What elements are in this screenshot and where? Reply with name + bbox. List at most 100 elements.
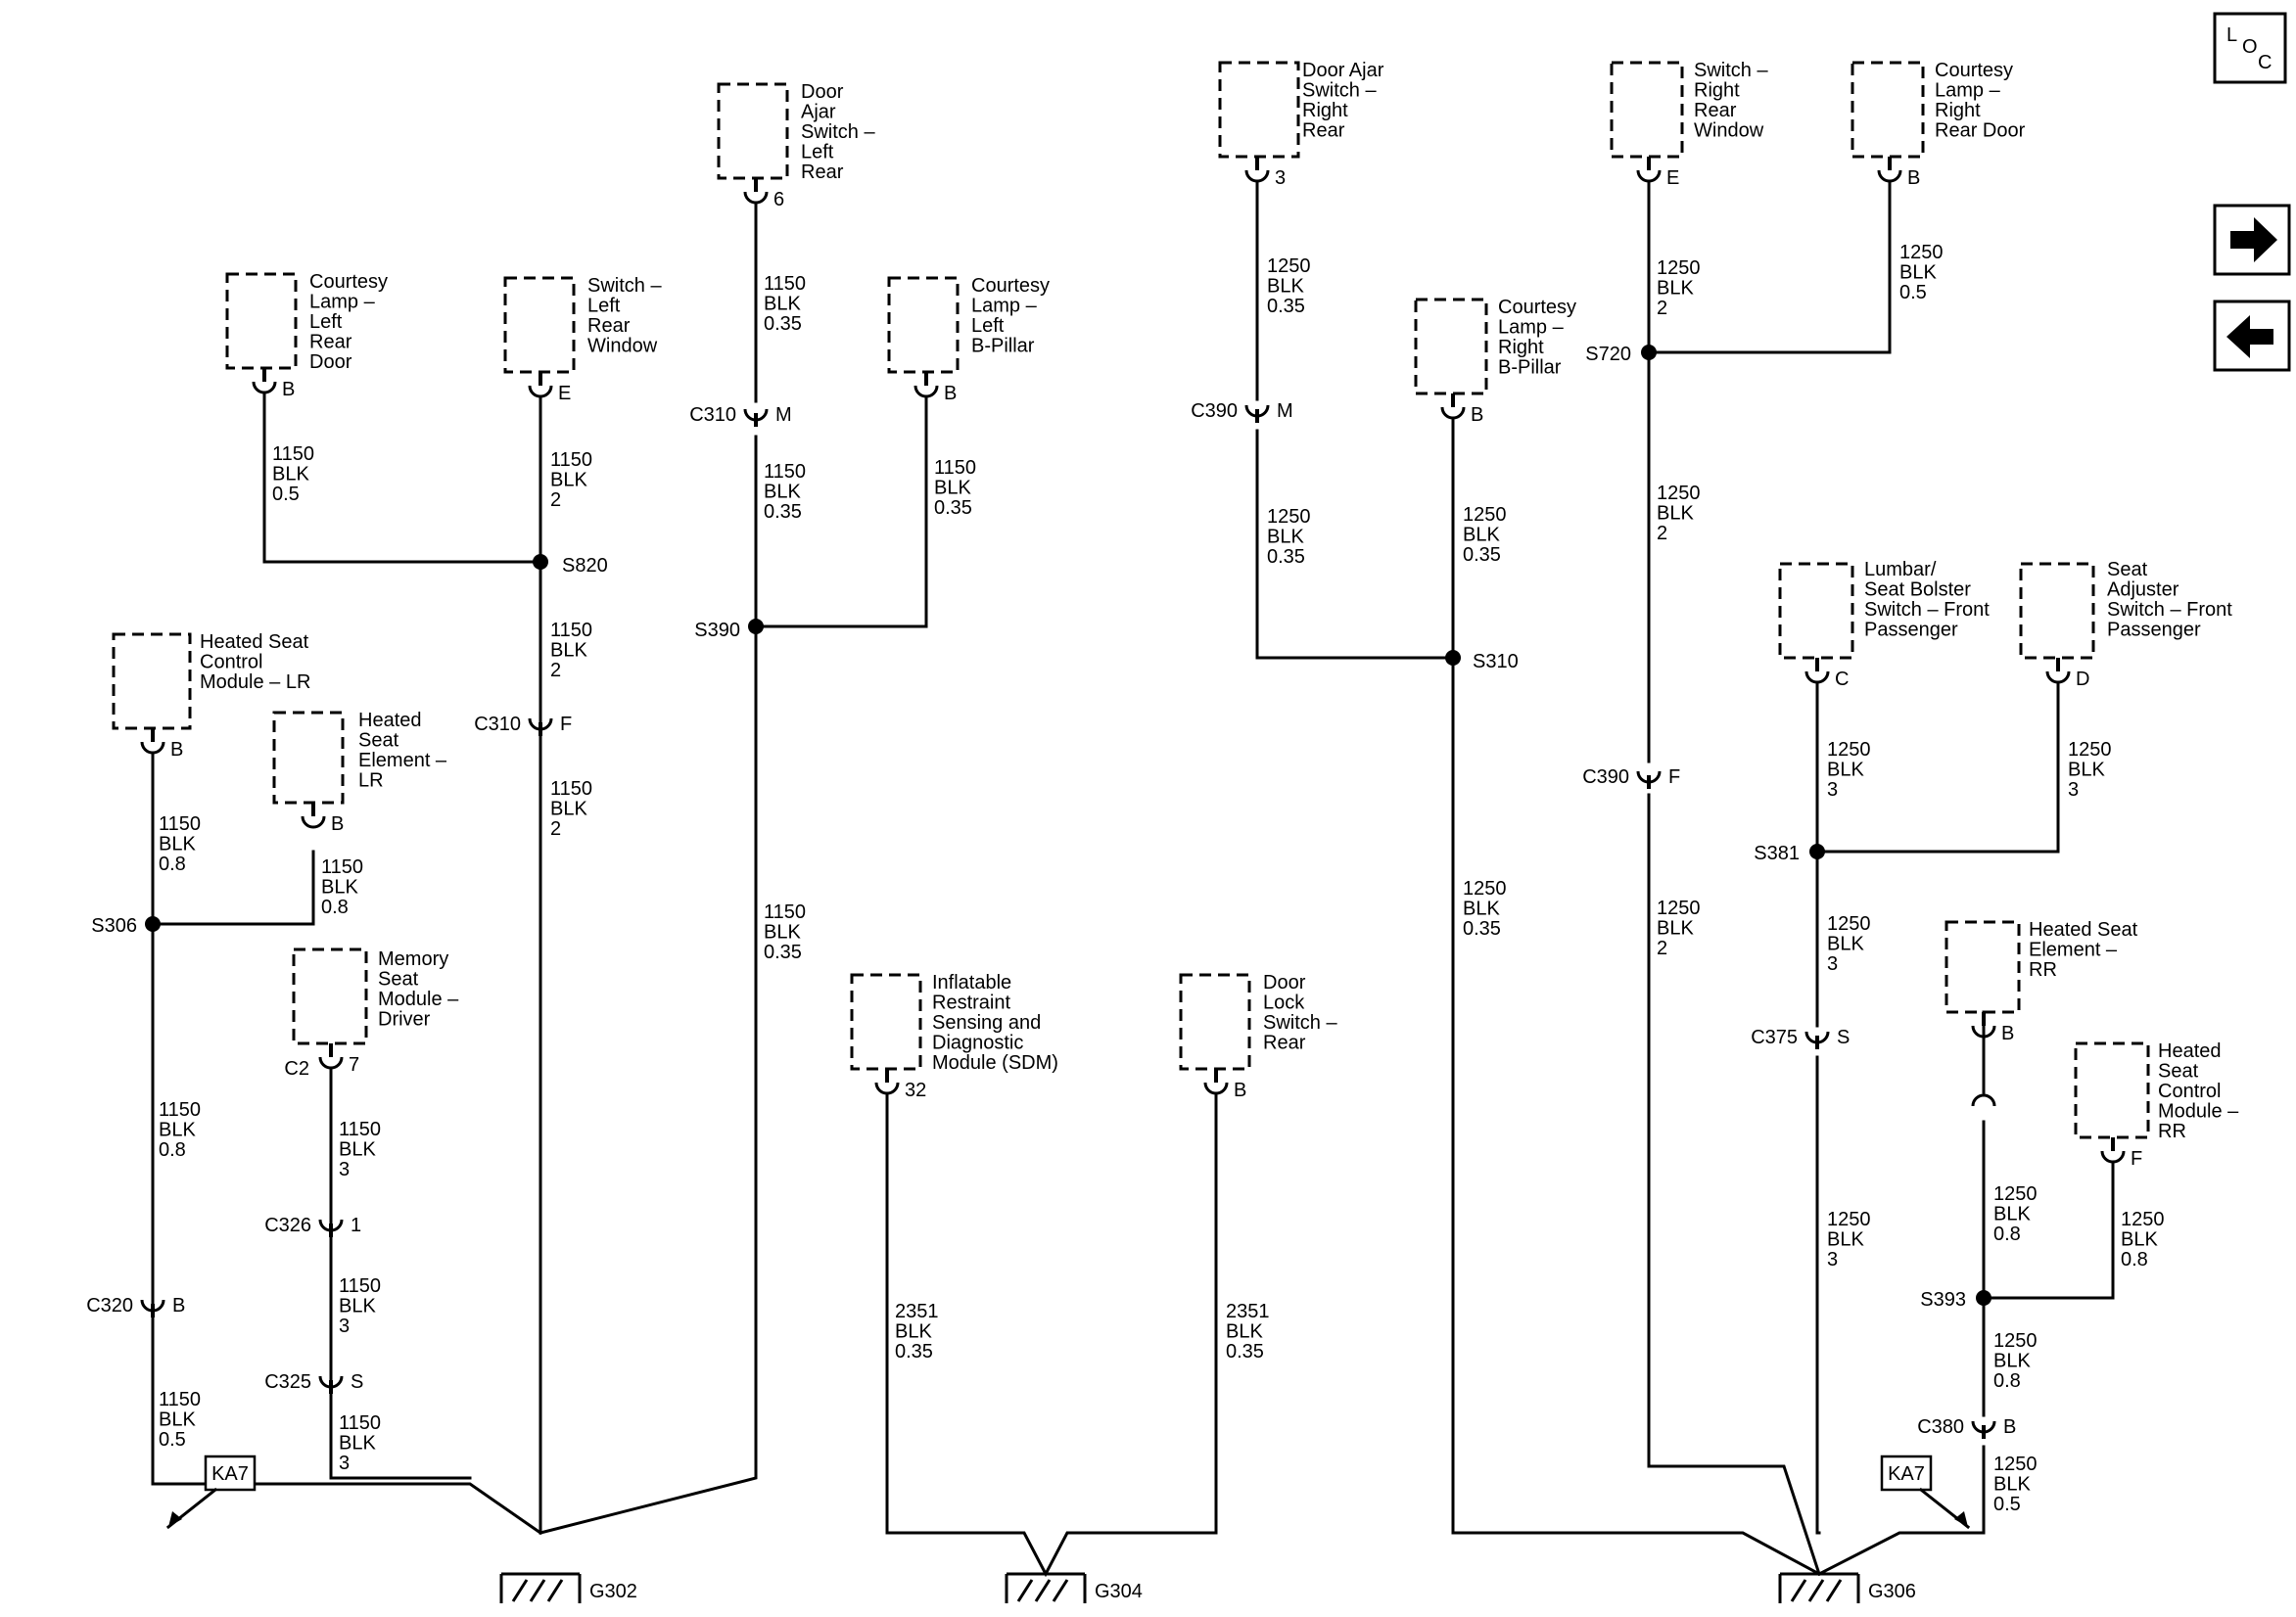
wire-s820-bus — [262, 392, 542, 1535]
connector-name: C375 — [1751, 1027, 1798, 1048]
component-label-line: Sensing and — [932, 1012, 1041, 1034]
wire-label-hsc-lr-line: BLK — [159, 834, 196, 855]
pin-label: B — [1907, 167, 1920, 189]
wire-label-c320-line: BLK — [159, 1409, 196, 1431]
pin-socket — [743, 191, 769, 205]
ref-ka7-right: KA7 — [1880, 1455, 1971, 1530]
component-box — [717, 82, 789, 180]
connector-name: C325 — [264, 1371, 311, 1393]
component-label-line: Courtesy — [309, 271, 388, 293]
component-label-line: Element – — [2029, 940, 2118, 961]
pin-socket — [1971, 1093, 1996, 1107]
splice-label-s306: S306 — [91, 915, 137, 937]
splice-label-s720: S720 — [1585, 344, 1631, 365]
component-label-line: Switch – — [1694, 60, 1768, 81]
component-label-line: Rear — [1694, 100, 1737, 121]
pin-label: F — [2131, 1148, 2142, 1170]
wire-label-adjuster-line: 3 — [2068, 779, 2079, 801]
component-box — [1179, 973, 1251, 1071]
pin-socket — [318, 1056, 344, 1070]
component-label-line: Diagnostic — [932, 1033, 1023, 1054]
wire-label-s381-line: 3 — [1827, 953, 1838, 975]
connector-pin-label: S — [351, 1371, 363, 1393]
pin-socket — [2100, 1150, 2126, 1164]
pin-label: 3 — [1275, 167, 1286, 189]
connector-pin-label: M — [1277, 400, 1293, 422]
ground-label: G304 — [1095, 1581, 1143, 1602]
wire-label-s306-line: 0.8 — [159, 1139, 186, 1161]
wire-label-rrwin-line: BLK — [1657, 278, 1694, 300]
wire-label-lrdoor-line: 0.5 — [272, 484, 300, 505]
wire-label-sdm-line: 0.35 — [895, 1341, 933, 1363]
pin-label: 6 — [773, 189, 784, 210]
pin-socket — [1244, 169, 1270, 183]
component-label-line: Lock — [1263, 993, 1305, 1014]
next-page-button[interactable] — [2213, 204, 2291, 276]
wire-label-hse-rr-line: BLK — [1993, 1204, 2031, 1225]
wire-label-lrwin-line: 1150 — [550, 449, 592, 471]
component-label-line: Seat Bolster — [1864, 579, 1971, 601]
pin-label: B — [1471, 404, 1483, 426]
component-label-line: Switch – — [1263, 1012, 1337, 1034]
connector-pin-label: B — [2003, 1416, 2016, 1438]
wire-label-mem3-line: 3 — [339, 1453, 350, 1474]
wire-label-hse-lr-line: 1150 — [321, 856, 363, 878]
wire-rr-door — [1647, 180, 1892, 354]
wire-label-rrajar-top-line: 0.35 — [1267, 296, 1305, 317]
previous-page-button[interactable] — [2213, 300, 2291, 372]
wire-label-s381-line: BLK — [1827, 934, 1864, 955]
wire-label-c390r-line: BLK — [1657, 918, 1694, 940]
loc-button[interactable]: L O C — [2213, 12, 2287, 84]
pin-label: E — [1666, 167, 1679, 189]
component-label-line: Door Ajar — [1302, 60, 1384, 81]
wire-label-rrwin-line: 2 — [1657, 298, 1667, 319]
wire-label-s393-line: 1250 — [1993, 1330, 2038, 1352]
ground-symbol — [499, 1572, 582, 1603]
wire-label-lumbar-line: 3 — [1827, 779, 1838, 801]
wire-label-s820-line: 1150 — [550, 620, 592, 641]
wire-label-ajar-top-line: BLK — [764, 294, 801, 315]
component-label-line: Lamp – — [1935, 80, 2001, 102]
component-label-line: Module – — [378, 989, 459, 1010]
wire-l-bpillar — [754, 395, 928, 628]
wire-rr-ajar-bp — [1255, 180, 1822, 1577]
wire-label-mem2-line: 3 — [339, 1316, 350, 1337]
component-box — [1610, 61, 1684, 159]
ref-label: KA7 — [211, 1463, 249, 1485]
wire-label-mem3-line: 1150 — [339, 1412, 381, 1434]
component-label-line: Heated — [358, 710, 422, 731]
component-box — [1945, 920, 2021, 1014]
wire-label-rbp-line: 1250 — [1463, 504, 1507, 526]
component-box — [225, 272, 298, 370]
connector-pin-label: B — [172, 1295, 185, 1317]
wire-label-lumbar-line: BLK — [1827, 760, 1864, 781]
wire-label-s720-line: BLK — [1657, 503, 1694, 525]
component-box — [1778, 562, 1854, 660]
wire-label-sdm-line: 2351 — [895, 1301, 939, 1322]
